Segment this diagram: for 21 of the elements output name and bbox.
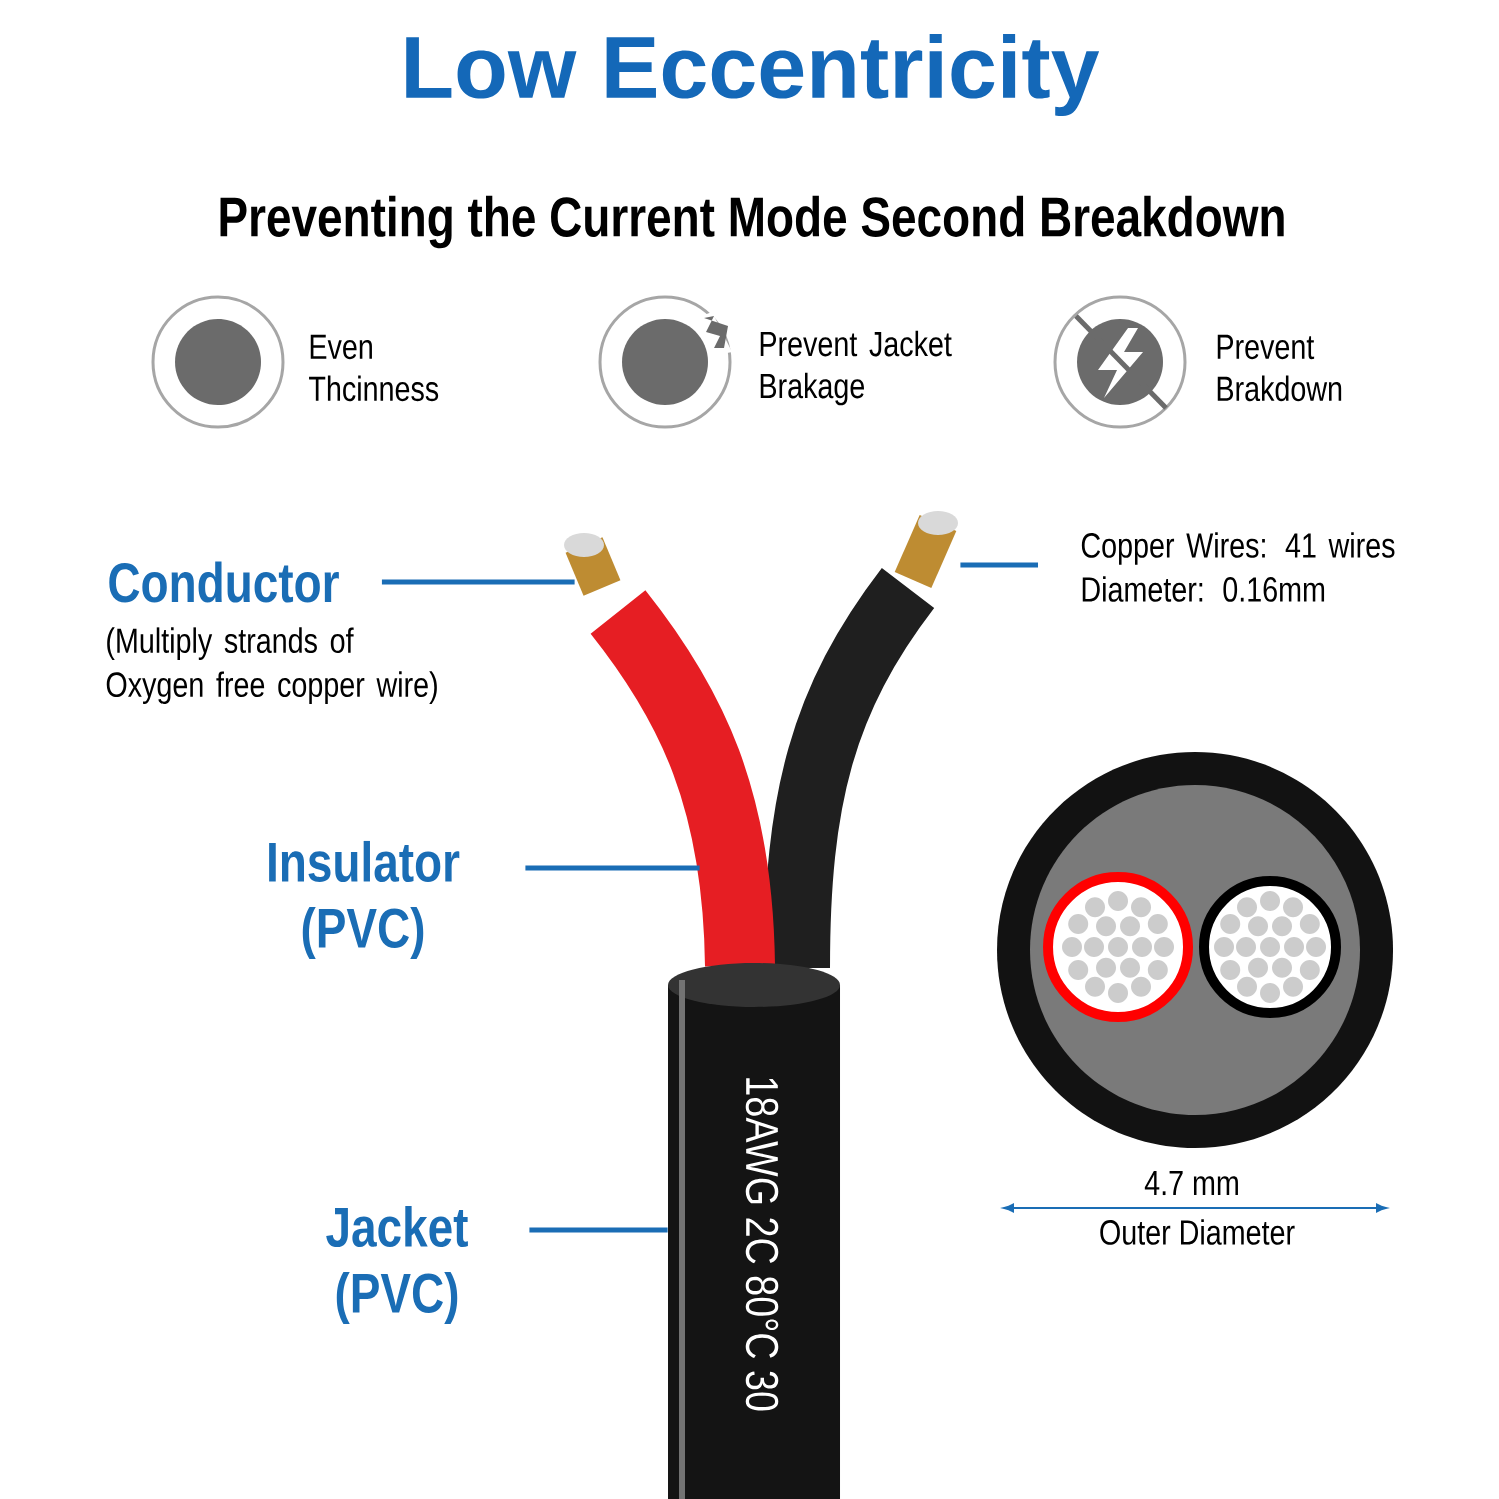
leader-line	[960, 562, 1038, 568]
feature-label: Prevent Jacket Brakage	[760, 330, 952, 406]
title: Low Eccentricity	[406, 34, 1100, 116]
part-label: Conductor	[109, 561, 339, 603]
feature-label: Even Thcinness	[309, 334, 439, 402]
part-label: Jacket (PVC)	[326, 1205, 468, 1325]
conductor-tip	[564, 533, 621, 596]
insulator	[590, 590, 775, 968]
spec-text: Copper Wires: 41 wires Diameter: 0.16mm	[1081, 532, 1395, 602]
dimension-value: 4.7 mm	[1144, 1170, 1238, 1196]
conductor-tip	[894, 511, 958, 589]
feature-label: Prevent Brakdown	[1217, 334, 1342, 402]
cable-marking: 18AWG 2C 80°C 30	[745, 1078, 779, 1411]
leader-line	[381, 579, 575, 585]
leader-line	[529, 1227, 668, 1233]
jacket	[668, 963, 840, 1499]
dimension-label: Outer Diameter	[1100, 1219, 1295, 1245]
part-label: Insulator (PVC)	[269, 840, 460, 960]
leader-line	[525, 865, 700, 871]
subtitle: Preventing the Current Mode Second Breakdown	[220, 195, 1284, 249]
note-text: (Multiply strands of Oxygen free copper wire)	[106, 627, 437, 704]
